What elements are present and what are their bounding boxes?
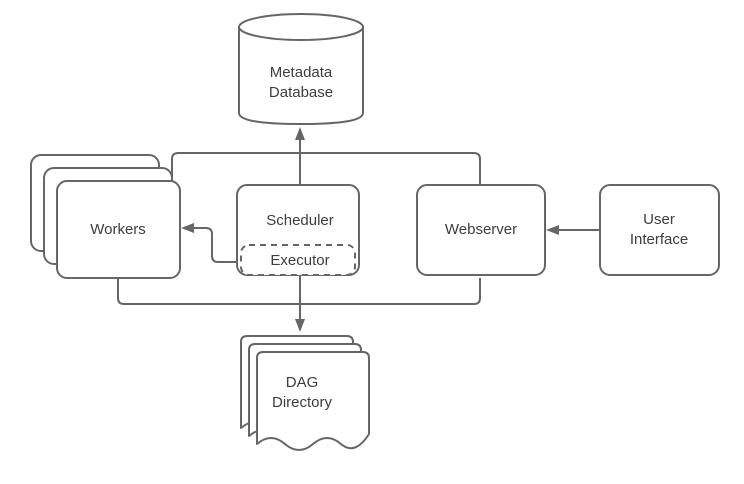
connector-webserver-to-dag-directory (300, 278, 481, 305)
arrowhead-workers-in (181, 223, 194, 233)
arrowhead-database-in (295, 127, 305, 140)
workers-stack-front (56, 180, 181, 279)
user-interface-label-line2: Interface (630, 231, 688, 248)
scheduler-label: Scheduler (266, 212, 334, 229)
dag-directory-label-line1: DAG (286, 374, 319, 391)
user-interface-label-line1: User (643, 211, 675, 228)
webserver-label: Webserver (445, 221, 517, 238)
metadata-database-label-line2: Database (269, 84, 333, 101)
dag-directory-stack-front (256, 351, 370, 451)
node-executor[interactable]: Executor (240, 244, 356, 276)
connector-workers-to-database (171, 152, 474, 185)
executor-box (240, 244, 356, 276)
node-metadata-database[interactable]: Metadata Database (238, 13, 364, 125)
node-workers[interactable]: Workers (30, 154, 181, 279)
webserver-box (416, 184, 546, 276)
connector-executor-to-workers (192, 227, 241, 263)
node-scheduler[interactable]: Scheduler Executor (236, 184, 360, 276)
workers-label: Workers (90, 221, 146, 238)
node-user-interface[interactable]: User Interface (599, 184, 720, 276)
dag-directory-label-line2: Directory (272, 394, 333, 411)
connector-webserver-to-database (300, 152, 481, 185)
connector-layer (117, 127, 600, 332)
node-dag-directory[interactable]: DAG Directory (240, 335, 370, 451)
arrowhead-webserver-in (546, 225, 559, 235)
executor-label: Executor (270, 252, 329, 269)
metadata-database-label-line1: Metadata (270, 64, 333, 81)
cylinder-top-ellipse (238, 13, 364, 41)
user-interface-box (599, 184, 720, 276)
node-webserver[interactable]: Webserver (416, 184, 546, 276)
cylinder-body (238, 26, 364, 125)
connector-workers-to-dag-directory (117, 278, 474, 305)
arrowhead-dag-directory-in (295, 319, 305, 332)
